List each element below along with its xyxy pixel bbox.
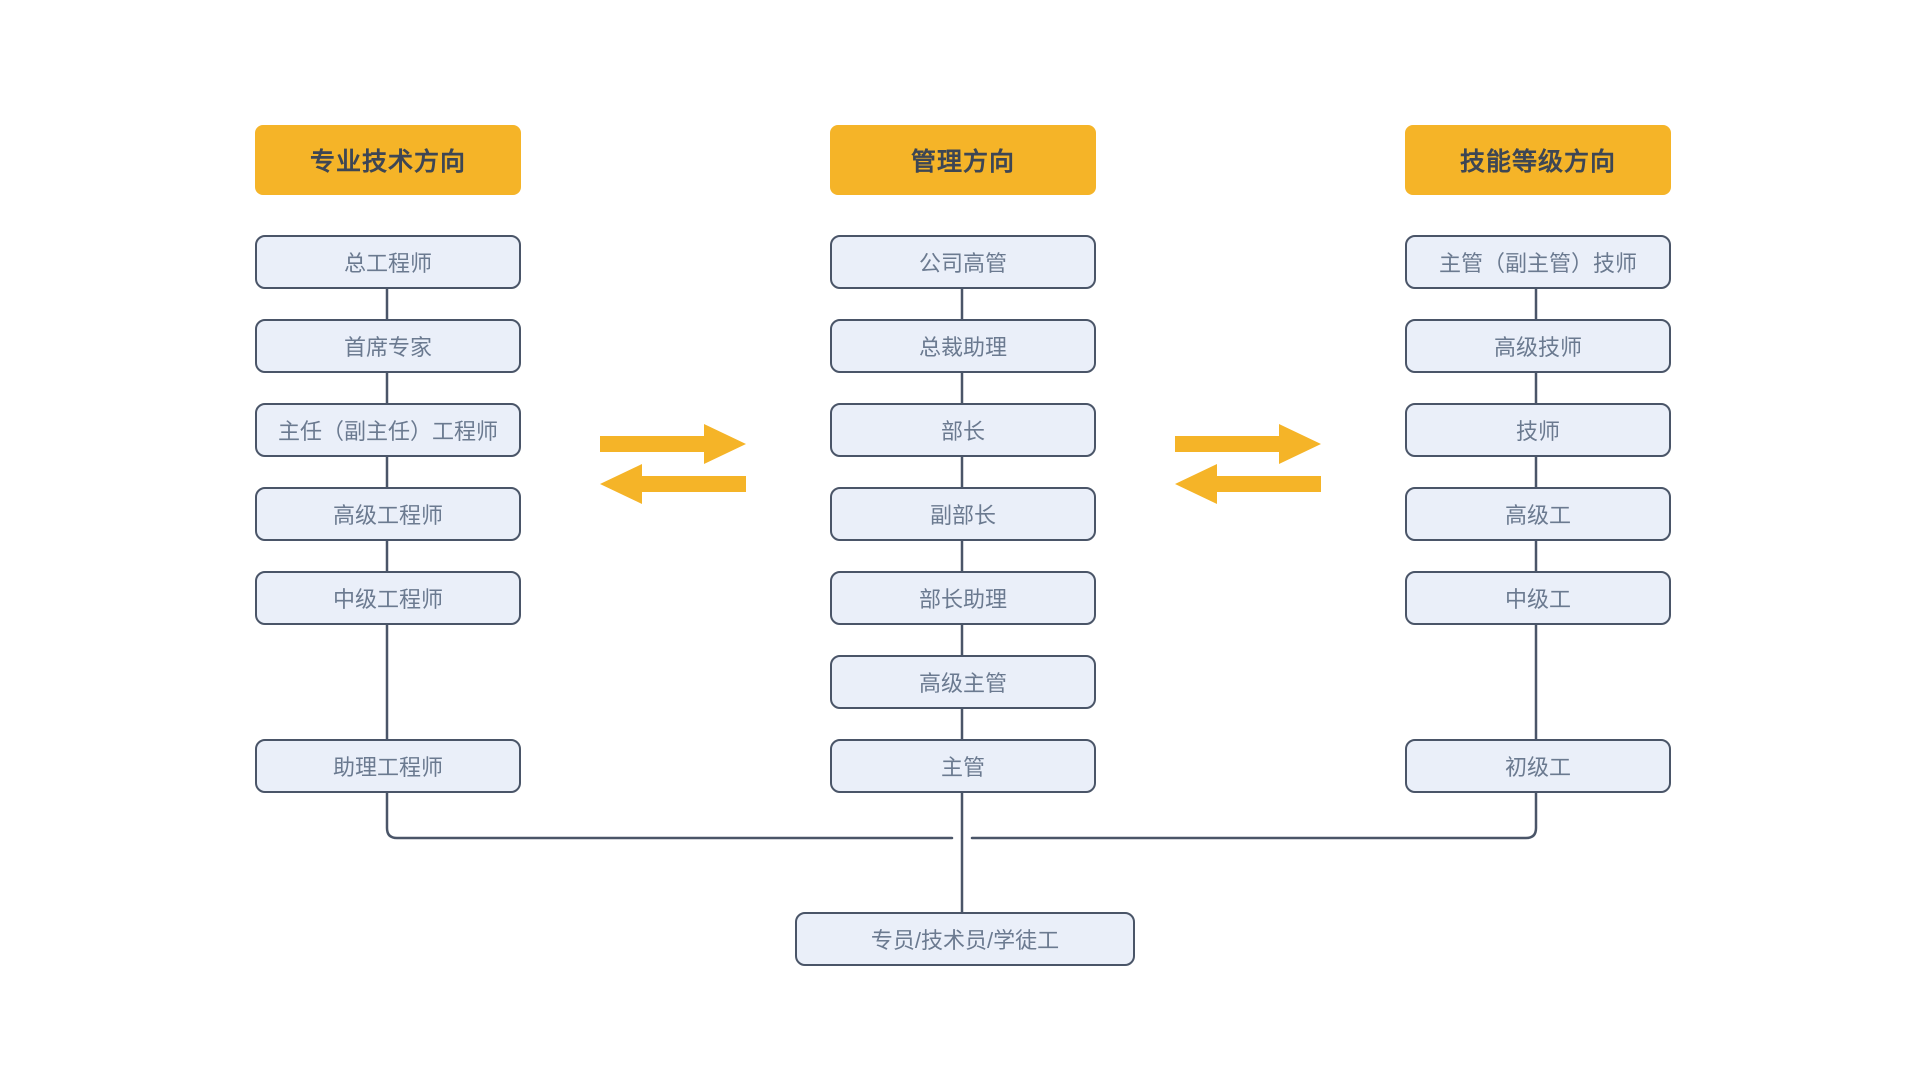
node-management-1[interactable]: 总裁助理 (830, 319, 1096, 373)
node-skill-2[interactable]: 技师 (1405, 403, 1671, 457)
node-skill-5[interactable]: 初级工 (1405, 739, 1671, 793)
arrow-right-icon (1175, 424, 1321, 464)
arrow-left-icon (1175, 464, 1321, 504)
column-header-technical[interactable]: 专业技术方向 (255, 125, 521, 195)
node-management-2[interactable]: 部长 (830, 403, 1096, 457)
edge-technical-to-bus (385, 790, 954, 840)
swap-arrows-left-icon[interactable] (600, 424, 746, 504)
node-skill-1[interactable]: 高级技师 (1405, 319, 1671, 373)
node-skill-0[interactable]: 主管（副主管）技师 (1405, 235, 1671, 289)
node-skill-3[interactable]: 高级工 (1405, 487, 1671, 541)
node-management-0[interactable]: 公司高管 (830, 235, 1096, 289)
column-header-management[interactable]: 管理方向 (830, 125, 1096, 195)
node-technical-4[interactable]: 中级工程师 (255, 571, 521, 625)
node-technical-2[interactable]: 主任（副主任）工程师 (255, 403, 521, 457)
node-shared-entry-level[interactable]: 专员/技术员/学徒工 (795, 912, 1135, 966)
node-technical-1[interactable]: 首席专家 (255, 319, 521, 373)
node-management-5[interactable]: 高级主管 (830, 655, 1096, 709)
edge-skill-to-bus (970, 790, 1538, 840)
node-technical-3[interactable]: 高级工程师 (255, 487, 521, 541)
node-skill-4[interactable]: 中级工 (1405, 571, 1671, 625)
swap-arrows-right-icon[interactable] (1175, 424, 1321, 504)
node-technical-5[interactable]: 助理工程师 (255, 739, 521, 793)
node-technical-0[interactable]: 总工程师 (255, 235, 521, 289)
arrow-left-icon (600, 464, 746, 504)
node-management-3[interactable]: 副部长 (830, 487, 1096, 541)
node-management-4[interactable]: 部长助理 (830, 571, 1096, 625)
arrow-right-icon (600, 424, 746, 464)
column-header-skill[interactable]: 技能等级方向 (1405, 125, 1671, 195)
node-management-6[interactable]: 主管 (830, 739, 1096, 793)
